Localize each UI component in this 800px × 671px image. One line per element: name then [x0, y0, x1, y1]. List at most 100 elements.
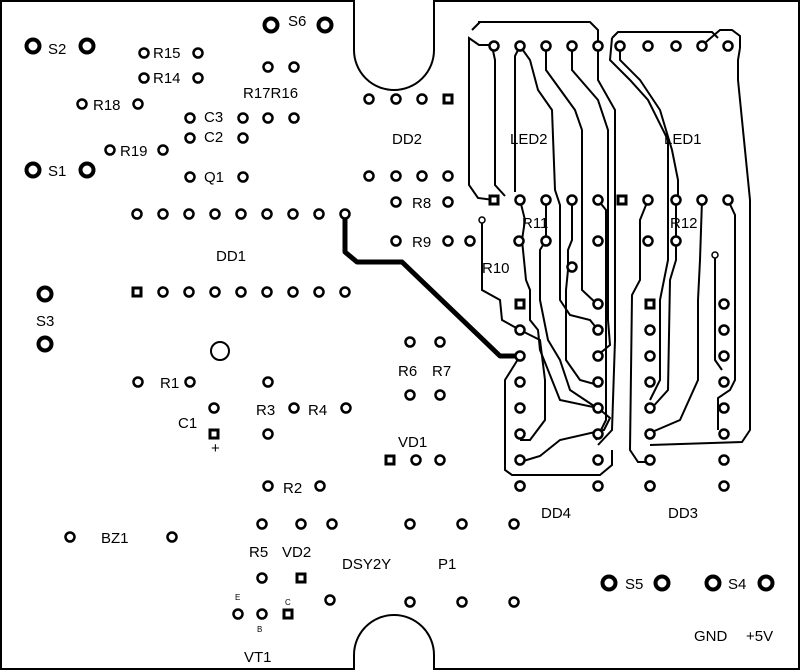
pad-square: [616, 194, 628, 206]
pad: [184, 171, 196, 183]
pad: [261, 208, 273, 220]
pad: [644, 428, 656, 440]
label-pin-c: C: [285, 598, 291, 607]
pad: [592, 40, 604, 52]
label-led2: LED2: [510, 131, 548, 148]
pad: [404, 389, 416, 401]
pad: [287, 208, 299, 220]
label-r8: R8: [412, 195, 431, 212]
pad: [514, 454, 526, 466]
pad: [718, 376, 730, 388]
pad: [592, 402, 604, 414]
pad: [464, 235, 476, 247]
big-pad: [653, 574, 671, 592]
pad: [592, 350, 604, 362]
big-pad: [24, 37, 42, 55]
label-r10: R10: [482, 260, 510, 277]
pad: [288, 402, 300, 414]
pad: [514, 376, 526, 388]
pad: [256, 608, 268, 620]
label-led1: LED1: [664, 131, 702, 148]
pad-square: [208, 428, 220, 440]
pad: [670, 40, 682, 52]
pad-square: [442, 93, 454, 105]
label-r14: R14: [153, 70, 181, 87]
pad: [183, 286, 195, 298]
pad: [592, 235, 604, 247]
pads-layer: [24, 16, 775, 620]
label-s5: S5: [625, 576, 643, 593]
pad: [288, 112, 300, 124]
label-vd2: VD2: [282, 544, 311, 561]
pad: [314, 480, 326, 492]
pad: [390, 235, 402, 247]
label-vt1: VT1: [244, 649, 272, 666]
pad: [235, 286, 247, 298]
pad: [262, 376, 274, 388]
pad-square: [131, 286, 143, 298]
pad: [157, 144, 169, 156]
pad: [722, 194, 734, 206]
label-dd2: DD2: [392, 131, 422, 148]
label-plus5v: +5V: [746, 628, 773, 645]
pad: [434, 389, 446, 401]
label-pin-e: E: [235, 593, 240, 602]
pad: [183, 208, 195, 220]
via: [711, 251, 719, 259]
big-pad: [78, 161, 96, 179]
pad: [261, 286, 273, 298]
label-r2: R2: [283, 480, 302, 497]
label-s1: S1: [48, 163, 66, 180]
pad: [508, 596, 520, 608]
pad: [670, 235, 682, 247]
pad-square: [488, 194, 500, 206]
pad: [592, 480, 604, 492]
thin-traces: [468, 21, 751, 476]
pad: [642, 235, 654, 247]
pad: [614, 40, 626, 52]
pad: [340, 402, 352, 414]
pad: [718, 454, 730, 466]
pad: [718, 480, 730, 492]
pad: [434, 336, 446, 348]
pad: [104, 144, 116, 156]
label-vd1: VD1: [398, 434, 427, 451]
pad: [670, 194, 682, 206]
pad: [442, 235, 454, 247]
pad: [642, 40, 654, 52]
pad: [157, 286, 169, 298]
label-s4: S4: [728, 576, 746, 593]
label-c1: C1: [178, 415, 197, 432]
pad: [131, 208, 143, 220]
label-r11: R11: [522, 215, 548, 232]
pad: [209, 286, 221, 298]
pad: [644, 376, 656, 388]
pad: [722, 40, 734, 52]
pad-square: [514, 298, 526, 310]
pad: [166, 531, 178, 543]
pad-square: [644, 298, 656, 310]
pad: [566, 194, 578, 206]
pad: [132, 98, 144, 110]
pad: [514, 350, 526, 362]
pad: [644, 402, 656, 414]
pad: [416, 170, 428, 182]
pad: [696, 194, 708, 206]
pad: [566, 40, 578, 52]
label-r15: R15: [153, 45, 181, 62]
pad: [256, 572, 268, 584]
label-c2: C2: [204, 129, 223, 146]
pad: [132, 376, 144, 388]
pad-square: [282, 608, 294, 620]
pad: [262, 61, 274, 73]
pad: [718, 298, 730, 310]
pad: [138, 72, 150, 84]
pad: [262, 480, 274, 492]
pad: [313, 286, 325, 298]
pad: [363, 170, 375, 182]
pad: [644, 480, 656, 492]
pad: [295, 518, 307, 530]
pad: [209, 208, 221, 220]
label-r9: R9: [412, 234, 431, 251]
label-pin-b: B: [257, 625, 262, 634]
